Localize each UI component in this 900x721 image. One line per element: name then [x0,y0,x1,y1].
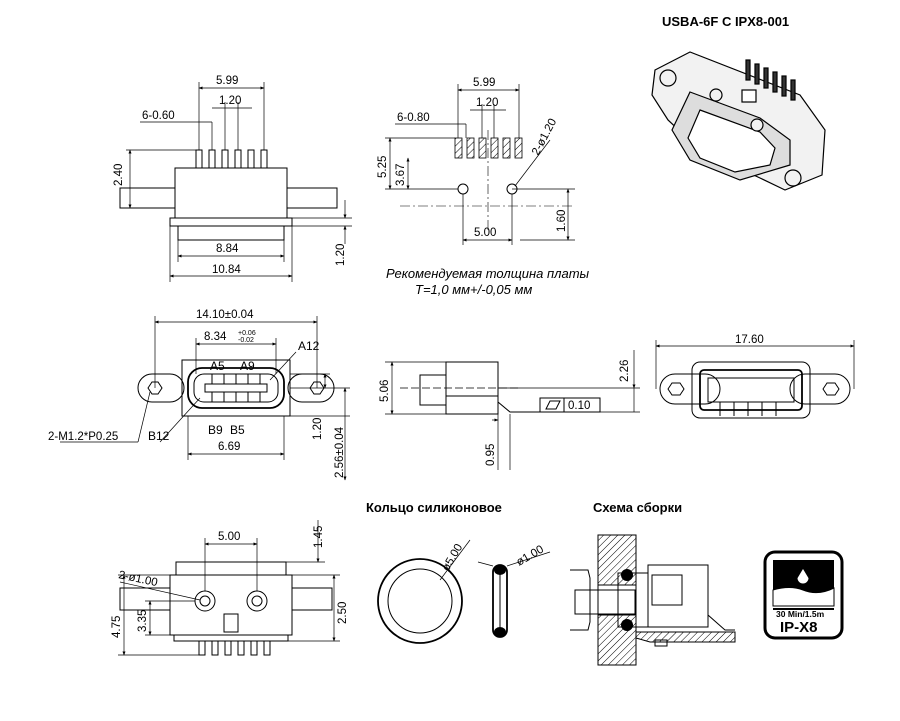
dim-bottom-h3: 2.50 [337,602,349,624]
pin-label-b12: B12 [148,429,170,443]
ring-title: Кольцо силиконовое [366,500,502,515]
dim-bottom-spacing: 5.00 [218,531,240,543]
dim-side-h: 5.06 [379,380,391,402]
note-line-2: T=1,0 мм+/-0,05 мм [415,282,532,297]
dim-side-bottom: 0.95 [485,444,497,466]
rear-view [655,340,855,419]
dim-pins: 6-0.60 [142,110,175,122]
top-front-view [119,82,352,282]
pin-label-b5: B5 [230,423,245,437]
dim-ring-outer: ø5.00 [440,542,465,573]
connector-3d-render [651,51,826,191]
dim-pcb-holes: 2-ø1.20 [530,117,559,158]
pin-label-a12: A12 [298,339,320,353]
dim-side-top: 2.26 [619,360,631,382]
dim-inner-tol-dn: -0.02 [238,337,254,344]
dim-ring-cross: ø1.00 [515,543,546,568]
dim-inner-tol-up: +0.06 [238,330,256,337]
pin-label-a9: A9 [240,359,255,373]
dim-flange-h: 1.20 [335,244,347,266]
bottom-view [118,520,340,656]
dim-pcb-row-offset: 3.67 [395,164,407,186]
dim-total-width: 14.10±0.04 [196,309,254,321]
dim-inner-width: 8.34 [204,331,227,343]
dim-pitch-total: 5.99 [216,75,238,87]
dim-pcb-pitch-total: 5.99 [473,77,495,89]
badge-rating: 30 Min/1.5m [776,609,825,619]
dim-pitch: 1.20 [219,95,241,107]
silicone-ring-view [377,539,551,644]
dim-mid-h1: 1.20 [312,418,324,440]
drawing-title: USBA-6F C IPX8-001 [662,14,789,29]
pcb-layout-view [385,84,575,245]
dim-pcb-pads: 6-0.80 [397,112,430,124]
dim-flatness: 0.10 [568,400,590,412]
dim-thread: 2-M1.2*P0.25 [48,431,118,443]
dim-pcb-hole-spacing: 5.00 [474,227,496,239]
dim-mid-h2: 2.56±0.04 [334,426,346,478]
pin-label-a5: A5 [210,359,225,373]
ipx8-badge [763,550,844,640]
pin-label-b9: B9 [208,423,223,437]
badge-code: IP-X8 [780,619,818,636]
dim-bottom-h1: 3.35 [137,610,149,632]
dim-body-width: 8.84 [216,243,239,255]
note-line-1: Рекомендуемая толщина платы [386,266,590,281]
side-view [385,350,640,470]
dim-pcb-hole-y: 1.60 [556,210,568,232]
dim-rear-width: 17.60 [735,334,764,346]
dim-opening: 6.69 [218,441,240,453]
dim-pcb-row-h: 5.25 [377,156,389,178]
dim-flange-width: 10.84 [212,264,241,276]
dim-pcb-pitch: 1.20 [476,97,498,109]
dim-height: 2.40 [113,164,125,186]
mid-front-view [60,316,350,481]
dim-bottom-h-top: 1.45 [313,526,325,548]
dim-bottom-h2: 4.75 [111,616,123,638]
assembly-title: Схема сборки [593,500,682,515]
assembly-view [570,534,736,666]
